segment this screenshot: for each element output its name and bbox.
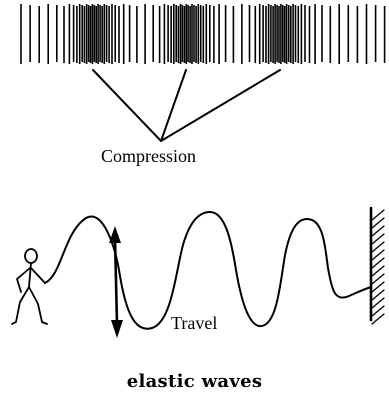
figure-caption: elastic waves (126, 371, 263, 392)
pointer-line-middle (160, 69, 187, 142)
pointer-line-left (92, 69, 162, 142)
wall-hatch-line (371, 289, 385, 301)
compression-pointer-lines (92, 69, 281, 142)
person-left-arm (16, 267, 31, 293)
oscillation-arrow (109, 226, 123, 338)
wall-hatching (371, 209, 385, 325)
wall-hatch-line (371, 233, 385, 245)
wall-hatch-line (371, 265, 385, 277)
wall-hatch-line (371, 297, 385, 309)
wall-hatch-line (371, 257, 385, 269)
compression-label: Compression (101, 146, 197, 166)
longitudinal-wave-lines (20, 4, 386, 64)
person-figure (11, 248, 48, 325)
arrow-head-up (109, 226, 121, 243)
pointer-line-right (160, 69, 281, 142)
person-right-leg (28, 286, 48, 325)
person-right-arm (30, 267, 46, 284)
travel-label: Travel (171, 313, 218, 333)
wall (369, 206, 385, 325)
person-left-leg (11, 286, 30, 325)
person-body (28, 262, 32, 288)
transverse-wave-rope (44, 210, 372, 330)
wall-hatch-line (371, 305, 385, 317)
wall-hatch-line (371, 249, 385, 261)
wall-hatch-line (371, 209, 385, 221)
wall-hatch-line (371, 241, 385, 253)
wall-hatch-line (371, 281, 385, 293)
wall-hatch-line (371, 273, 385, 285)
person-head (24, 248, 38, 264)
wall-hatch-line (371, 217, 385, 229)
arrow-shaft (113, 237, 119, 325)
wall-hatch-line (371, 313, 385, 325)
arrow-head-down (111, 320, 123, 338)
wall-hatch-line (371, 225, 385, 237)
